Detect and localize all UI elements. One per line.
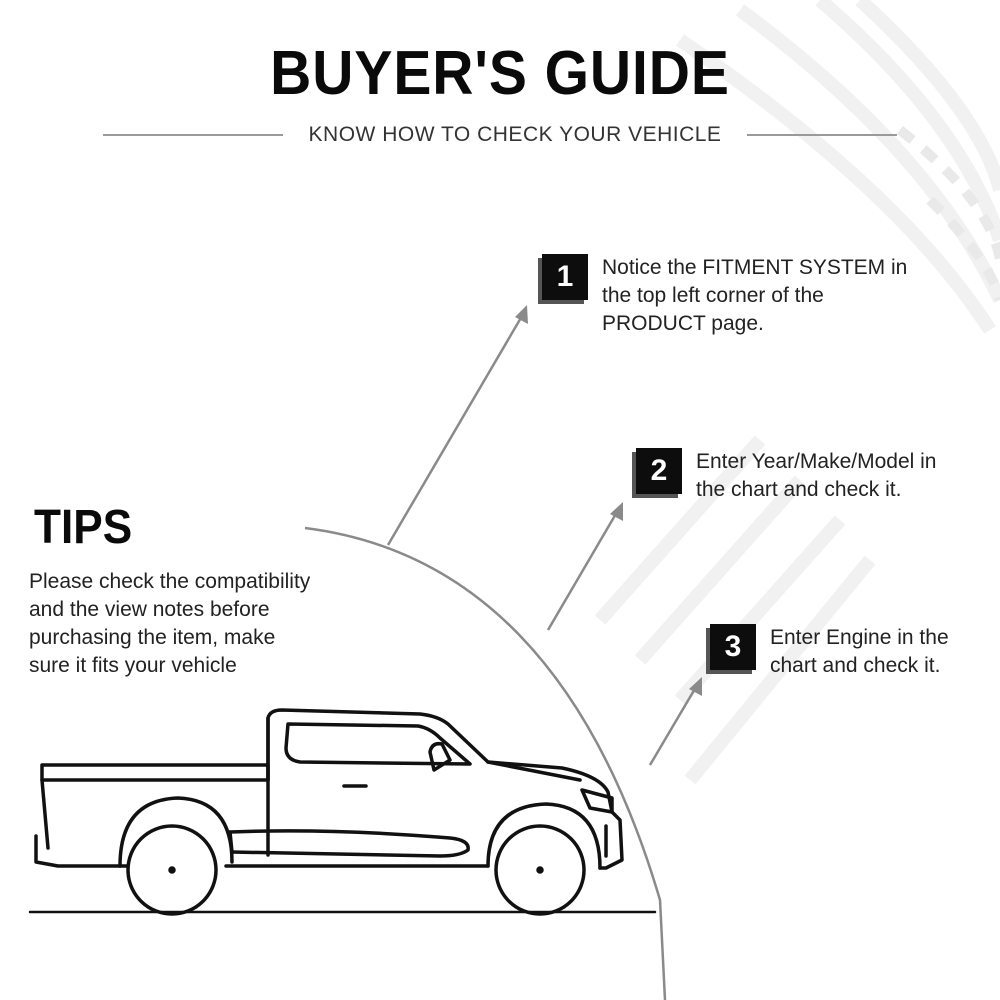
tips-title: TIPS — [34, 501, 133, 554]
step-1-number: 1 — [542, 254, 588, 300]
step-3-badge: 3 — [706, 624, 756, 674]
tips-text: Please check the compatibility and the v… — [29, 570, 311, 677]
step-2-text: Enter Year/Make/Model in the chart and c… — [696, 450, 937, 501]
arrow-3 — [648, 677, 702, 766]
step-2: 2 Enter Year/Make/Model in the chart and… — [632, 448, 937, 504]
step-3-text: Enter Engine in the chart and check it. — [770, 626, 949, 677]
step-1-text: Notice the FITMENT SYSTEM in the top lef… — [602, 256, 908, 335]
step-3-number: 3 — [710, 624, 756, 670]
step-3: 3 Enter Engine in the chart and check it… — [706, 624, 949, 680]
page-subtitle: KNOW HOW TO CHECK YOUR VEHICLE — [308, 123, 722, 146]
pickup-truck-icon — [28, 708, 657, 916]
arrow-2 — [546, 502, 623, 631]
divider-right — [747, 134, 898, 136]
arrow-1 — [386, 305, 528, 546]
step-2-number: 2 — [636, 448, 682, 494]
step-1-badge: 1 — [538, 254, 588, 304]
divider-left — [102, 134, 283, 136]
step-1: 1 Notice the FITMENT SYSTEM in the top l… — [538, 254, 908, 338]
arc-divider — [304, 526, 667, 1000]
step-2-badge: 2 — [632, 448, 682, 498]
subtitle-row: KNOW HOW TO CHECK YOUR VEHICLE — [60, 120, 940, 150]
page-title: BUYER'S GUIDE — [270, 39, 730, 108]
